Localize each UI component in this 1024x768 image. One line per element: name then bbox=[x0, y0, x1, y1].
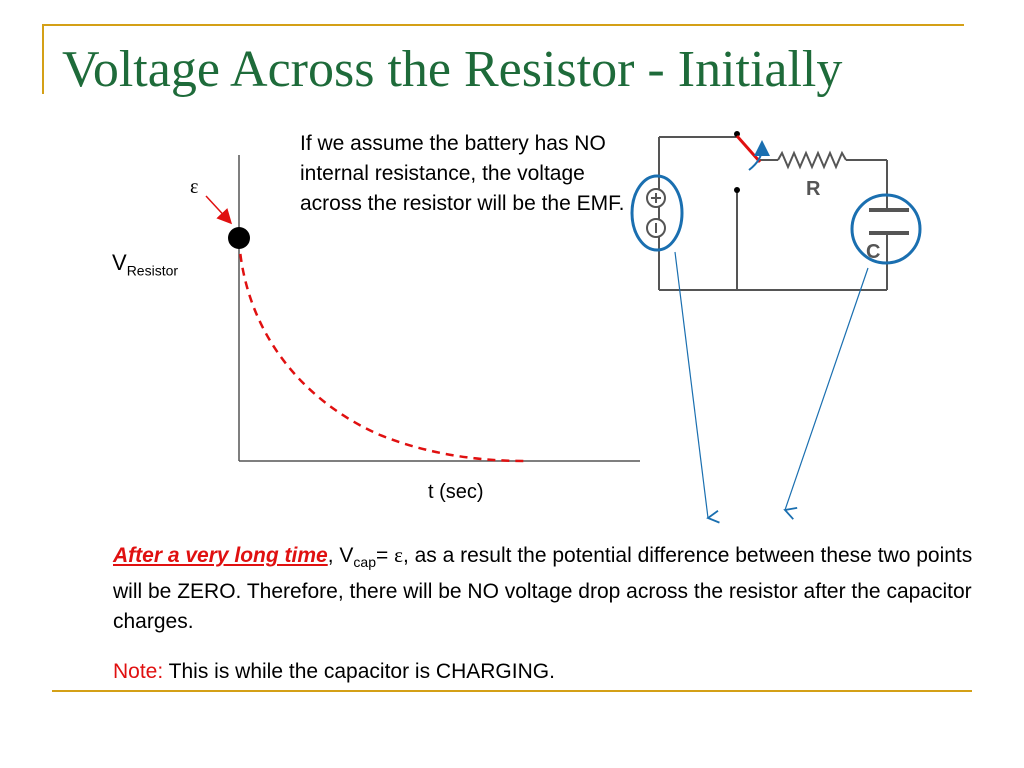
resistor-zigzag bbox=[777, 150, 847, 170]
switch bbox=[735, 135, 762, 163]
note-key: Note: bbox=[113, 660, 164, 683]
assumption-note: If we assume the battery has NO internal… bbox=[300, 132, 625, 215]
capacitor-pointer-arrow bbox=[783, 267, 869, 520]
capacitor-highlight bbox=[850, 193, 922, 265]
switch-arrow bbox=[748, 140, 770, 171]
explanation-paragraph: After a very long time, Vcap= ε, as a re… bbox=[113, 543, 973, 634]
circuit bbox=[658, 136, 888, 291]
emphasis-text: After a very long time bbox=[113, 544, 328, 567]
charging-note: Note: This is while the capacitor is CHA… bbox=[113, 660, 555, 683]
battery-highlight bbox=[630, 174, 684, 252]
top-rule bbox=[42, 24, 964, 26]
x-axis-label: t (sec) bbox=[428, 481, 484, 503]
left-rule bbox=[42, 24, 44, 94]
bottom-rule bbox=[52, 690, 972, 692]
resistor-label: R bbox=[806, 178, 821, 200]
battery-pointer-arrow bbox=[674, 251, 720, 524]
decay-curve bbox=[237, 239, 526, 463]
emf-arrow bbox=[205, 195, 233, 225]
capacitor-label: C bbox=[866, 241, 880, 263]
emf-label: ε bbox=[190, 176, 199, 198]
slide-title: Voltage Across the Resistor - Initially bbox=[62, 41, 843, 98]
initial-point bbox=[228, 227, 250, 249]
y-axis-label: VResistor bbox=[112, 250, 179, 279]
